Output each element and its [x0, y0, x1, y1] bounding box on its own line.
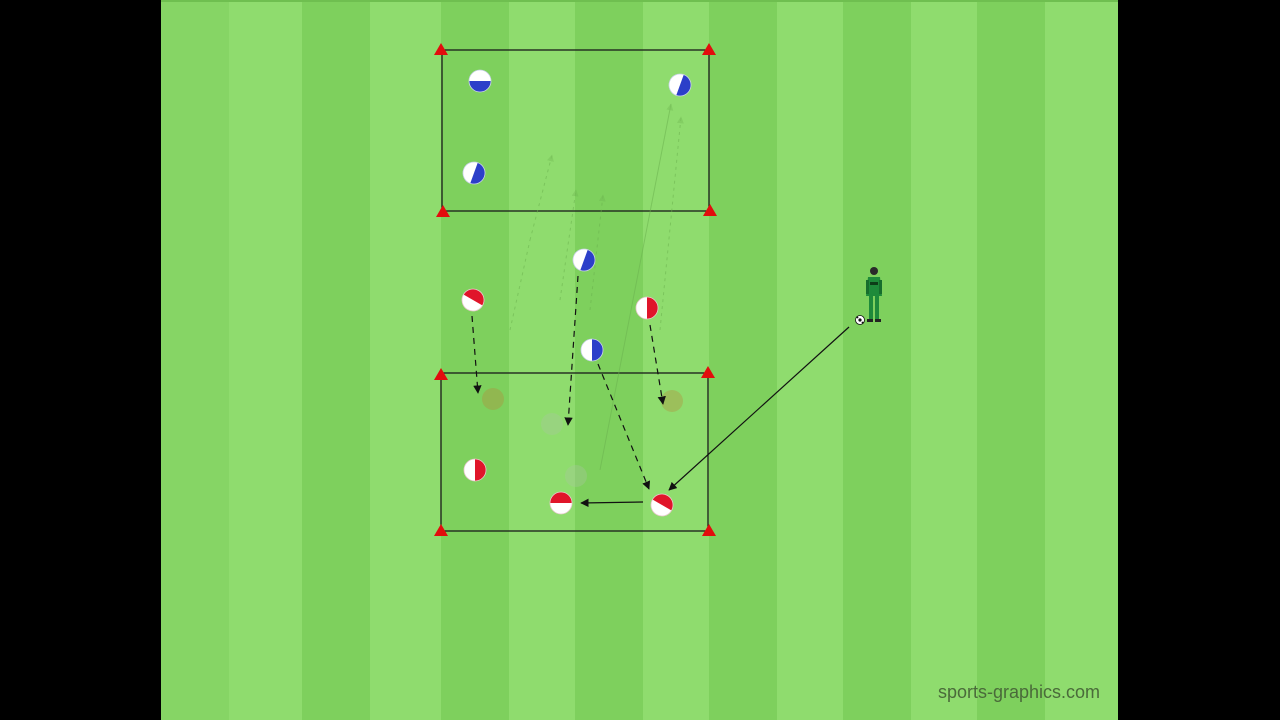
arrows [471, 275, 850, 508]
blue-players [462, 69, 692, 362]
coach [866, 267, 882, 322]
ball-icon [855, 315, 865, 325]
red-player [463, 458, 487, 482]
red-player [635, 296, 659, 320]
cones [434, 43, 717, 536]
run-arrow [597, 363, 651, 490]
cone [434, 524, 448, 536]
pass-arrow [668, 326, 850, 491]
cone [434, 43, 448, 55]
run-arrow [649, 324, 666, 405]
red-players [461, 288, 674, 517]
cone [703, 204, 717, 216]
pass-arrow [580, 498, 644, 508]
watermark: sports-graphics.com [937, 682, 1100, 702]
blue-player [468, 69, 492, 93]
run-arrow [564, 275, 579, 426]
cone [434, 368, 448, 380]
bottom-zone [440, 372, 709, 532]
top-zone [441, 49, 710, 212]
blue-player [462, 161, 486, 185]
red-player [549, 491, 573, 515]
ghost-trails [509, 103, 684, 471]
cone [436, 205, 450, 217]
ghost-players [482, 388, 683, 487]
red-player [650, 493, 674, 517]
run-arrow [471, 315, 482, 394]
cone [701, 366, 715, 378]
blue-player [668, 73, 692, 97]
blue-player [572, 248, 596, 272]
cone [702, 524, 716, 536]
red-player [461, 288, 485, 312]
cone [702, 43, 716, 55]
blue-player [580, 338, 604, 362]
pitch [161, 0, 1118, 720]
